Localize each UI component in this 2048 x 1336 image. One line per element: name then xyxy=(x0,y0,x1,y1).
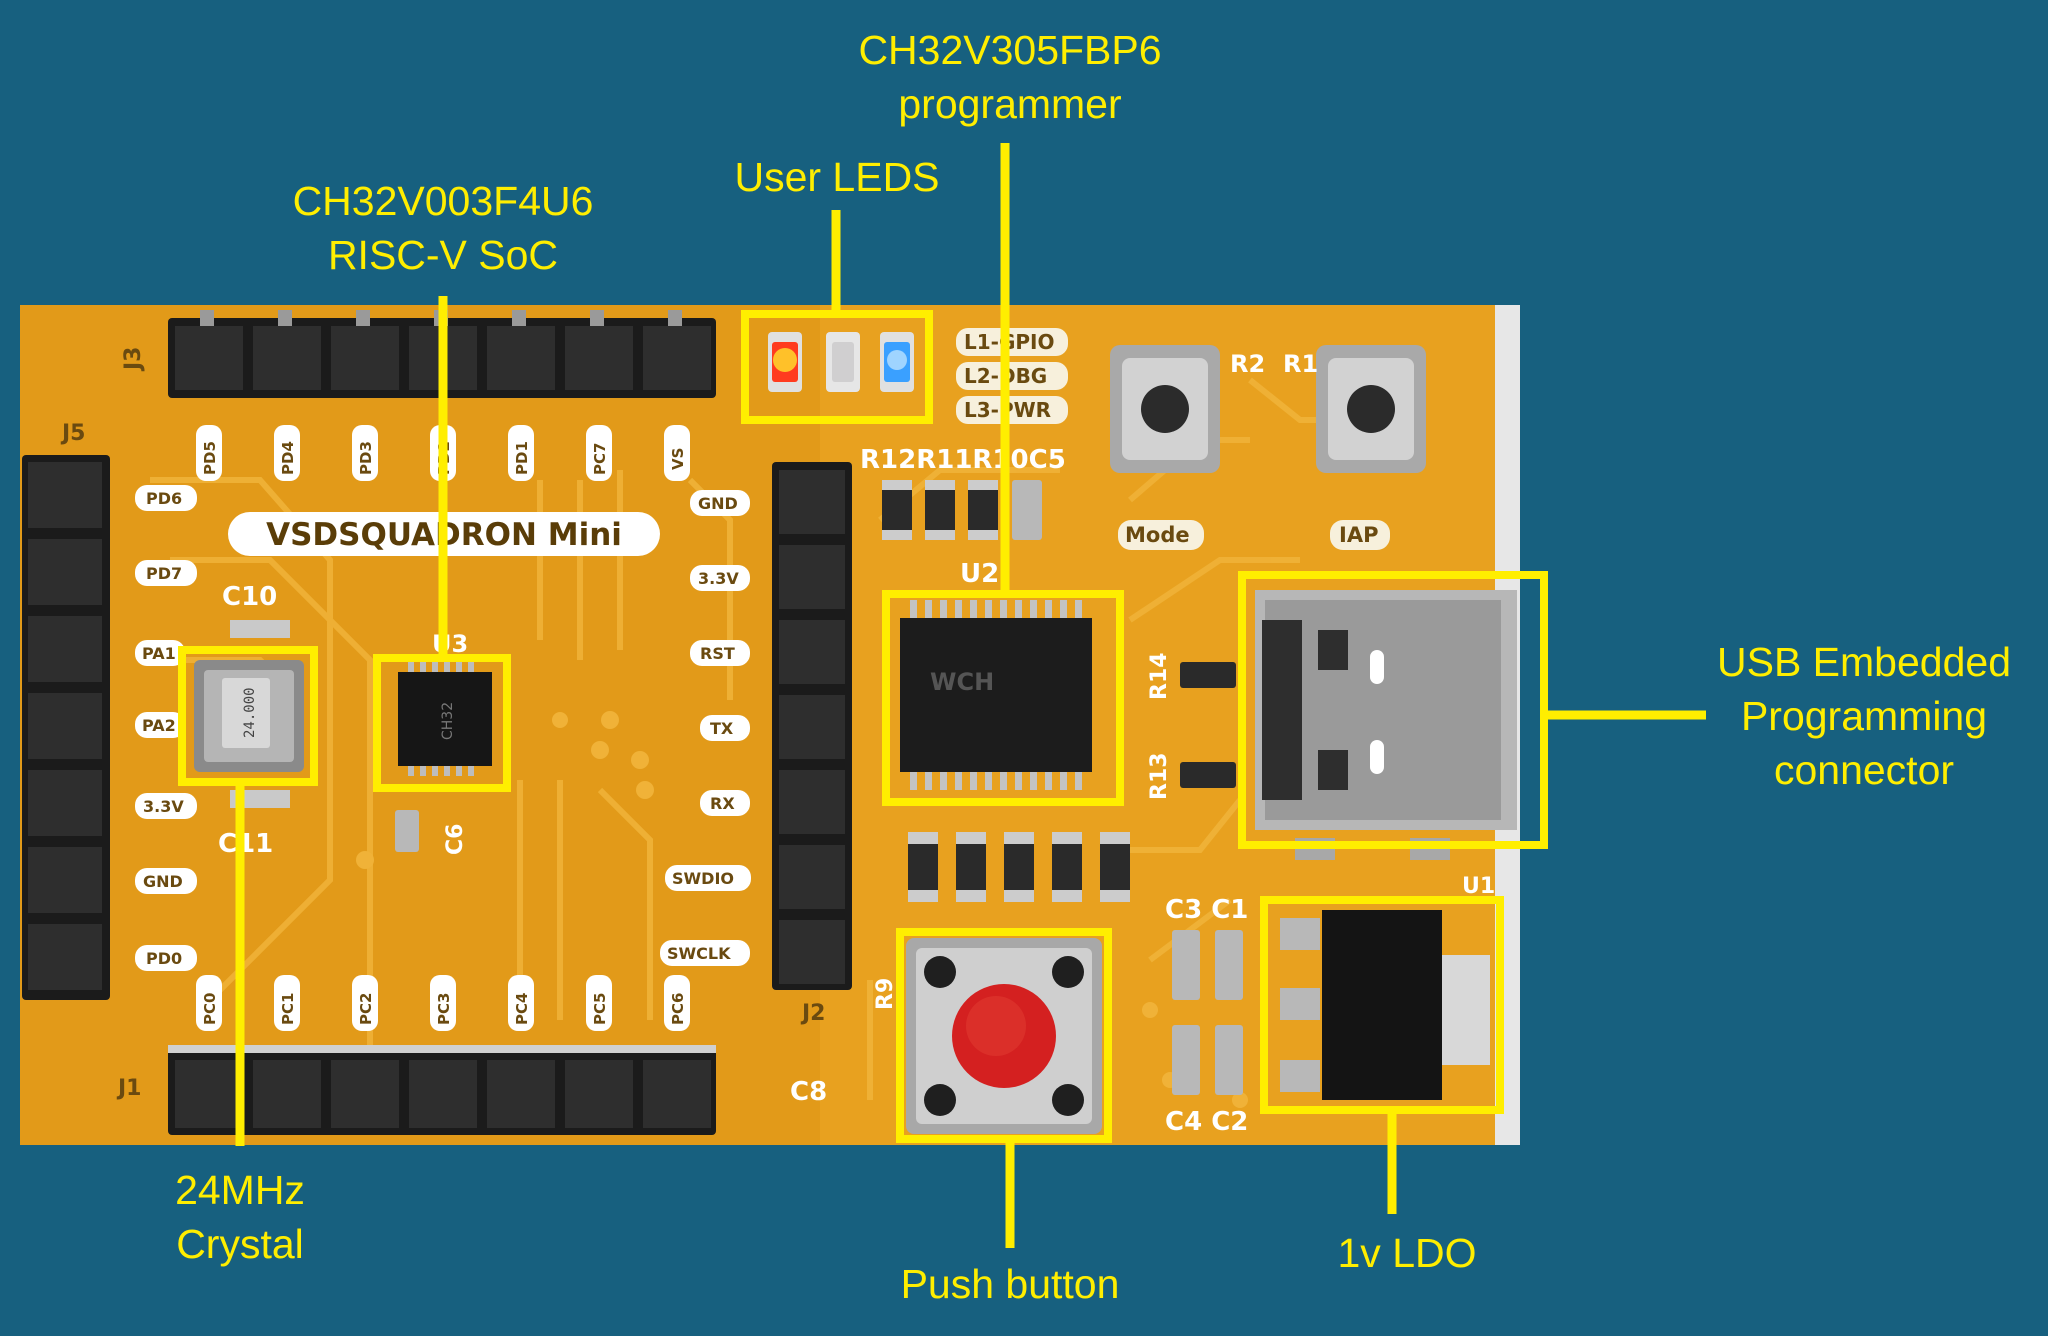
ref-r9: R9 xyxy=(873,978,898,1010)
ldo-chip xyxy=(1280,910,1490,1100)
top-pin-5: PD1 xyxy=(513,441,531,475)
left-pin-5: 3.3V xyxy=(143,797,184,816)
iap-label-bg xyxy=(1330,520,1390,550)
bottom-pin-5: PC4 xyxy=(513,993,531,1025)
header-j2 xyxy=(772,462,852,990)
top-pin-labels: PD5 PD4 PD3 PD2 PD1 PC7 VS xyxy=(196,425,690,481)
board-photo: J3 J5 J1 xyxy=(20,305,1520,1145)
ref-j1: J1 xyxy=(116,1076,142,1101)
left-pin-4: PA2 xyxy=(142,716,176,735)
bottom-pin-3: PC2 xyxy=(357,993,375,1025)
leader-lines xyxy=(235,143,1706,1248)
ref-c11: C11 xyxy=(218,829,273,859)
bottom-pin-1: PC0 xyxy=(201,993,219,1025)
top-pin-1: PD5 xyxy=(201,441,219,475)
usb-connector xyxy=(1255,590,1517,860)
right-pin-4: TX xyxy=(710,719,734,738)
box-crystal xyxy=(178,646,318,786)
right-pin-2: 3.3V xyxy=(698,569,739,588)
bottom-pin-6: PC5 xyxy=(591,993,609,1025)
push-button xyxy=(906,938,1102,1134)
label-crystal-line2: Crystal xyxy=(176,1221,304,1267)
ref-c6: C6 xyxy=(443,824,468,855)
ref-r2: R2 xyxy=(1230,350,1265,378)
bottom-pin-7: PC6 xyxy=(669,993,687,1025)
ref-c10: C10 xyxy=(222,582,277,612)
right-pin-labels: GND 3.3V RST TX RX SWDIO SWCLK xyxy=(660,490,751,966)
bottom-pin-4: PC3 xyxy=(435,993,453,1025)
header-j5 xyxy=(22,455,110,1000)
highlight-boxes xyxy=(178,310,1548,1143)
iap-button xyxy=(1316,345,1426,473)
resistor-r13 xyxy=(1180,762,1236,788)
label-usb-line3: connector xyxy=(1774,747,1954,793)
ref-u3: U3 xyxy=(432,630,468,658)
top-pin-6: PC7 xyxy=(591,443,609,475)
ref-j5: J5 xyxy=(60,421,86,446)
right-pin-6: SWDIO xyxy=(672,869,734,888)
right-pin-7: SWCLK xyxy=(667,944,731,963)
soc-chip: CH32 xyxy=(398,662,492,776)
resistor-r14 xyxy=(1180,662,1236,688)
mode-label: Mode xyxy=(1125,523,1190,547)
led-group xyxy=(768,332,914,392)
right-pin-1: GND xyxy=(698,494,738,513)
top-pin-7: VS xyxy=(669,448,687,470)
ref-c3c1: C3 C1 xyxy=(1165,895,1248,925)
ref-u1: U1 xyxy=(1462,874,1495,899)
programmer-ic: WCH xyxy=(900,600,1092,790)
bottom-pin-labels: PC0 PC1 PC2 PC3 PC4 PC5 PC6 xyxy=(196,975,690,1031)
left-pin-6: GND xyxy=(143,872,183,891)
right-pin-5: RX xyxy=(710,794,735,813)
ref-r13: R13 xyxy=(1147,752,1172,800)
iap-label: IAP xyxy=(1339,523,1378,547)
box-push-button xyxy=(896,928,1112,1143)
left-pin-2: PD7 xyxy=(146,564,182,583)
left-pin-1: PD6 xyxy=(146,489,182,508)
label-crystal-line1: 24MHz xyxy=(175,1167,305,1213)
label-soc-line2: RISC-V SoC xyxy=(328,232,558,278)
label-ldo: 1v LDO xyxy=(1338,1230,1477,1276)
top-pin-2: PD4 xyxy=(279,441,297,475)
ref-c4c2: C4 C2 xyxy=(1165,1107,1248,1137)
left-pin-3: PA1 xyxy=(142,644,176,663)
label-soc-line1: CH32V003F4U6 xyxy=(293,178,594,224)
bottom-pin-2: PC1 xyxy=(279,993,297,1025)
ref-r14: R14 xyxy=(1147,652,1172,700)
caps-ldo xyxy=(1172,930,1243,1095)
label-usb-line2: Programming xyxy=(1741,693,1987,739)
crystal-marking: 24.000 xyxy=(242,687,258,738)
led-labels: L1-GPIO L2-DBG L3-PWR xyxy=(956,328,1068,424)
callout-labels: CH32V305FBP6 programmer User LEDS CH32V0… xyxy=(175,27,2011,1307)
label-programmer-line2: programmer xyxy=(898,81,1121,127)
box-usb xyxy=(1238,571,1548,849)
top-pin-3: PD3 xyxy=(357,441,375,475)
soc-marking: CH32 xyxy=(440,702,456,740)
ref-r1: R1 xyxy=(1283,350,1318,378)
header-j1 xyxy=(168,1045,716,1135)
label-user-leds: User LEDS xyxy=(734,154,939,200)
left-pin-7: PD0 xyxy=(146,949,182,968)
ref-r-row: R12R11R10C5 xyxy=(860,445,1066,475)
right-pin-3: RST xyxy=(700,644,735,663)
crystal: 24.000 xyxy=(194,620,304,808)
cap-c6 xyxy=(395,810,419,852)
label-programmer-line1: CH32V305FBP6 xyxy=(858,27,1161,73)
label-usb-line1: USB Embedded xyxy=(1717,639,2011,685)
resistor-row-bottom xyxy=(908,832,1130,902)
programmer-ic-marking: WCH xyxy=(930,668,994,696)
resistor-row-top xyxy=(882,480,1042,540)
ref-j2: J2 xyxy=(800,1001,826,1026)
box-ldo xyxy=(1260,896,1504,1114)
mode-button xyxy=(1110,345,1220,473)
label-push-button: Push button xyxy=(901,1261,1120,1307)
vias xyxy=(356,711,1248,1108)
ref-c8: C8 xyxy=(790,1077,827,1107)
ref-u2: U2 xyxy=(960,559,999,589)
left-pin-labels: PD6 PD7 PA1 PA2 3.3V GND PD0 xyxy=(135,485,197,971)
mode-label-bg xyxy=(1118,520,1204,550)
ref-j3: J3 xyxy=(121,347,146,373)
